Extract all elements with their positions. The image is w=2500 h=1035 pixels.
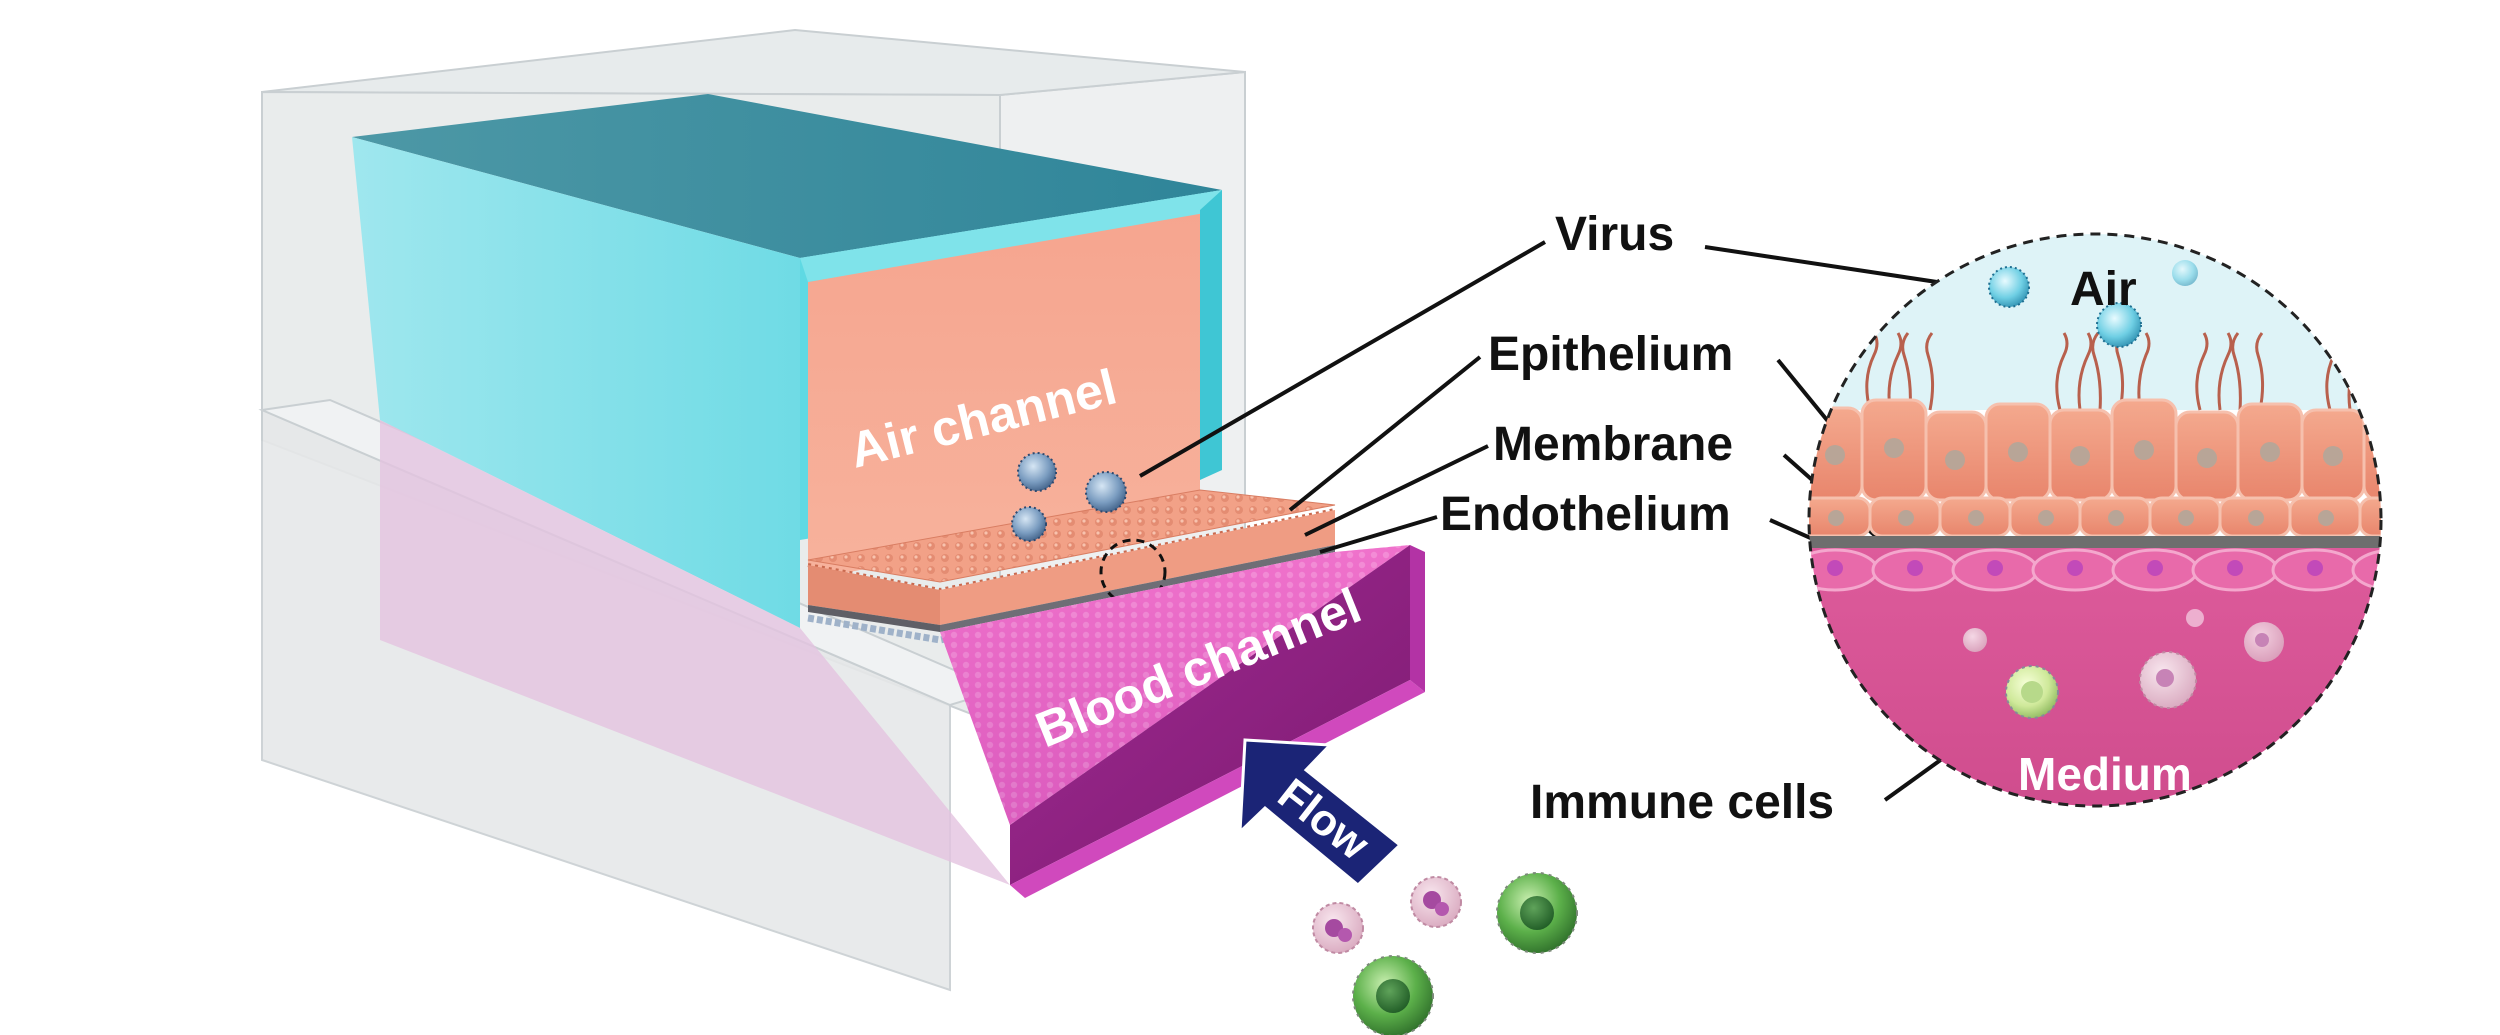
virus-icon — [1011, 506, 1047, 542]
air-zone-label: Air — [2070, 263, 2137, 316]
epithelial-nuclei — [1825, 438, 2343, 526]
membrane-callout: Membrane — [1493, 418, 1733, 471]
immune-cells-group — [1312, 872, 1578, 1035]
virus-callout: Virus — [1555, 208, 1674, 261]
endothelium-callout: Endothelium — [1440, 488, 1731, 541]
cell-layer-slab — [807, 489, 1336, 644]
lymphocyte-cell — [1352, 955, 1434, 1035]
virus-icon — [2172, 260, 2198, 286]
blood-channel: Blood channel — [380, 420, 1425, 898]
virus-icon — [1085, 471, 1127, 513]
sample-region-circle — [1099, 538, 1167, 606]
granulocyte-cell — [1410, 876, 1462, 928]
medium-immune-cells — [1963, 609, 2284, 719]
medium-zone-label: Medium — [2018, 748, 2192, 800]
membrane-layer — [1809, 536, 2381, 548]
granulocyte-cell — [1312, 902, 1364, 954]
immune-cells-callout: Immune cells — [1530, 776, 1834, 829]
lymphocyte-cell — [1496, 872, 1578, 954]
zoom-inset: Air Medium — [1807, 232, 2383, 808]
virus-icon — [2096, 302, 2142, 348]
endothelial-nuclei — [1827, 560, 2323, 576]
virus-group — [1011, 452, 1127, 542]
virus-icon — [1017, 452, 1057, 492]
epithelium-callout: Epithelium — [1488, 328, 1733, 381]
flow-arrow: Flow — [1238, 738, 1403, 888]
virus-icon — [1988, 266, 2030, 308]
